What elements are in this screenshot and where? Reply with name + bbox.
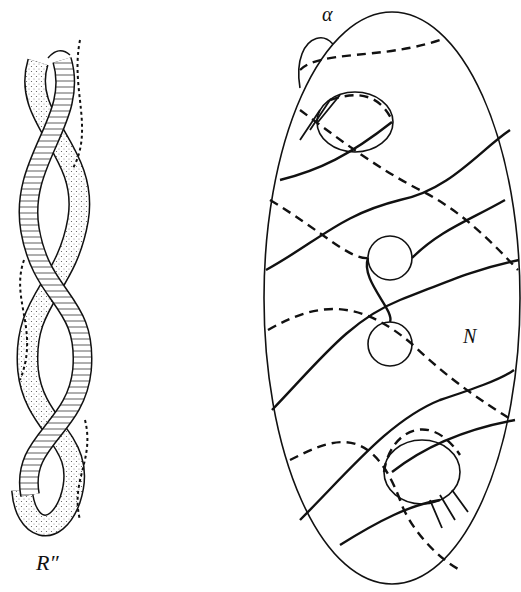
surface-label: N [463,326,476,346]
surface-n [264,12,520,584]
ribbon-label: R″ [36,552,59,574]
twisted-ribbon [20,40,87,525]
handle-label: α [322,4,333,24]
